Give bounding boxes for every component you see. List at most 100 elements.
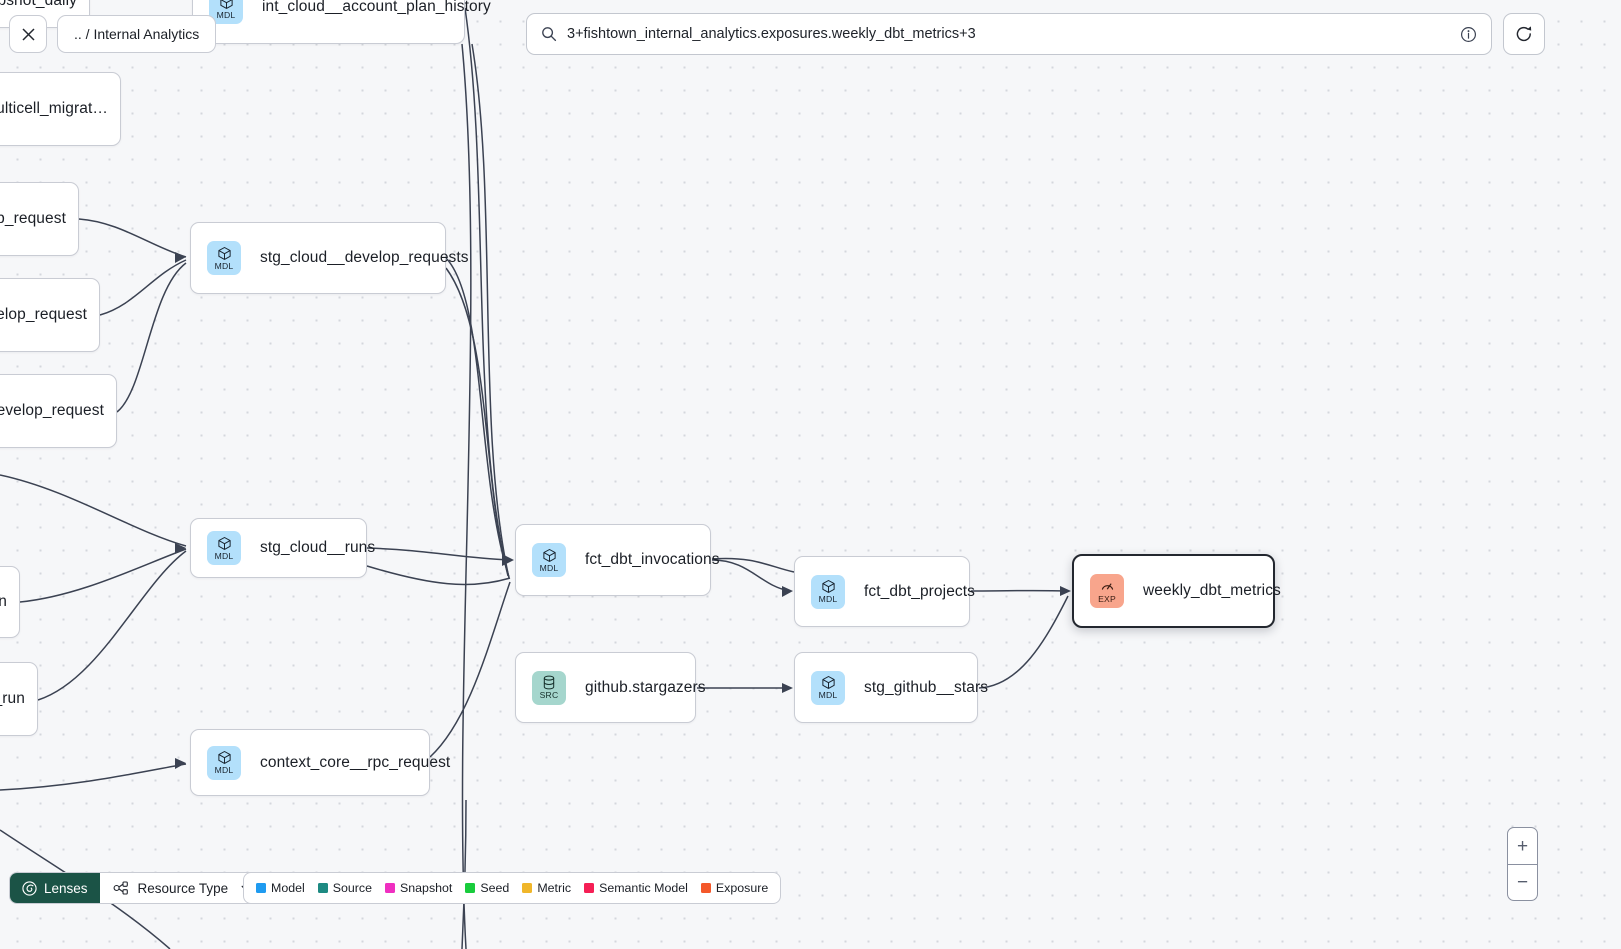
node-label: fct_dbt_projects	[864, 582, 976, 600]
graph-node-stg_github__stars[interactable]: MDL stg_github__stars	[794, 652, 988, 723]
node-label: github.stargazers	[585, 678, 706, 696]
graph-node-weekly_dbt_metrics[interactable]: EXP weekly_dbt_metrics	[1072, 554, 1281, 628]
graph-node-stg_cloud__runs[interactable]: MDL stg_cloud__runs	[190, 518, 375, 578]
node-label: context_core__rpc_request	[260, 753, 451, 771]
mdl-badge: MDL	[207, 241, 241, 275]
node-label: stg_cloud__develop_requests	[260, 249, 469, 266]
graph-node-int_cloud__account_plan_history[interactable]: MDL int_cloud__account_plan_history	[192, 0, 491, 44]
close-button[interactable]	[9, 15, 47, 53]
legend-item-semantic-model[interactable]: Semantic Model	[584, 881, 688, 895]
legend-label: Snapshot	[400, 881, 453, 895]
lenses-label: Lenses	[44, 880, 88, 896]
legend-label: Model	[271, 881, 305, 895]
badge-text: MDL	[539, 562, 559, 573]
legend-item-snapshot[interactable]: Snapshot	[385, 881, 452, 895]
legend-label: Seed	[480, 881, 510, 895]
node-label: op_request	[0, 210, 66, 227]
src-badge: SRC	[532, 670, 566, 705]
badge-text: MDL	[214, 260, 234, 271]
lens-toolbar: Lenses Resource Type	[9, 872, 267, 904]
legend-item-metric[interactable]: Metric	[522, 881, 571, 895]
graph-node-_run[interactable]: _run	[0, 662, 38, 736]
badge-text: MDL	[214, 765, 234, 775]
legend-swatch	[584, 883, 595, 893]
node-label: velop_request	[0, 306, 87, 323]
exp-badge: EXP	[1090, 574, 1124, 608]
zoom-out-button[interactable]: −	[1508, 864, 1537, 900]
info-icon[interactable]	[1460, 26, 1477, 43]
mdl-badge: MDL	[811, 670, 845, 705]
graph-node-op_request[interactable]: op_request	[0, 182, 79, 256]
badge-text: MDL	[818, 690, 838, 700]
cube-icon	[217, 536, 232, 551]
gauge-icon	[1100, 579, 1115, 594]
legend-swatch	[256, 883, 266, 893]
graph-node-_develop_request[interactable]: _develop_request	[0, 374, 117, 448]
graph-node-stg_cloud__develop_requests[interactable]: MDL stg_cloud__develop_requests	[190, 222, 469, 294]
node-label: weekly_dbt_metrics	[1143, 582, 1281, 599]
graph-node-context_core__rpc_request[interactable]: MDL context_core__rpc_request	[190, 729, 450, 796]
resource-type-label: Resource Type	[137, 880, 229, 896]
lens-spiral-icon	[22, 880, 37, 896]
node-label: _develop_request	[0, 402, 104, 419]
refresh-button[interactable]	[1503, 13, 1545, 55]
node-label: _run	[0, 690, 25, 707]
badge-text: MDL	[214, 550, 234, 561]
legend-label: Exposure	[715, 881, 769, 895]
graph-node-fct_dbt_invocations[interactable]: MDL fct_dbt_invocations	[515, 524, 720, 596]
refresh-icon	[1516, 26, 1532, 42]
badge-text: MDL	[216, 9, 236, 20]
node-label: int_cloud__account_plan_history	[262, 0, 491, 15]
graph-node-multicell_migrat-[interactable]: multicell_migrat…	[0, 72, 121, 146]
resource-type-legend: Model Source Snapshot Seed Metric Semantic Mo…	[243, 872, 782, 904]
node-label: stg_github__stars	[864, 678, 989, 696]
cube-icon	[821, 579, 836, 594]
legend-label: Metric	[537, 881, 572, 895]
breadcrumb[interactable]: .. / Internal Analytics	[57, 15, 217, 53]
cube-icon	[542, 548, 557, 563]
legend-item-source[interactable]: Source	[317, 881, 373, 895]
graph-node-fct_dbt_projects[interactable]: MDL fct_dbt_projects	[794, 556, 975, 627]
lineage-search-bar[interactable]: 3+fishtown_internal_analytics.exposures.…	[526, 13, 1492, 55]
legend-swatch	[385, 883, 396, 893]
cube-icon	[217, 246, 232, 261]
cube-icon	[219, 0, 234, 10]
zoom-in-button[interactable]: +	[1516, 835, 1529, 857]
search-input[interactable]: 3+fishtown_internal_analytics.exposures.…	[567, 26, 976, 42]
lenses-button[interactable]: Lenses	[10, 873, 100, 903]
legend-swatch	[522, 883, 533, 893]
mdl-badge: MDL	[532, 543, 566, 577]
zoom-controls: + −	[1507, 827, 1538, 901]
mdl-badge: MDL	[207, 745, 241, 780]
close-icon	[21, 27, 35, 41]
graph-node-velop_request[interactable]: velop_request	[0, 278, 100, 352]
node-label: n	[0, 593, 7, 610]
node-label: multicell_migrat…	[0, 100, 108, 117]
legend-label: Semantic Model	[599, 881, 688, 895]
legend-swatch	[465, 883, 476, 893]
database-icon	[542, 675, 556, 690]
legend-swatch	[700, 883, 711, 893]
resource-type-dropdown[interactable]: Resource Type	[99, 873, 266, 903]
badge-text: SRC	[539, 690, 559, 700]
breadcrumb-label: .. / Internal Analytics	[74, 26, 200, 42]
node-label: stg_cloud__runs	[260, 539, 376, 556]
mdl-badge: MDL	[207, 531, 241, 565]
node-label: fct_dbt_invocations	[585, 551, 720, 568]
legend-item-exposure[interactable]: Exposure	[700, 881, 769, 895]
node-label: snapshot_daily	[0, 0, 77, 9]
legend-swatch	[317, 883, 328, 893]
legend-item-model[interactable]: Model	[256, 881, 305, 895]
badge-text: MDL	[818, 594, 838, 604]
graph-node-n[interactable]: n	[0, 566, 20, 638]
cube-icon	[217, 750, 232, 765]
legend-item-seed[interactable]: Seed	[465, 881, 509, 895]
badge-text: EXP	[1098, 593, 1116, 604]
legend-label: Source	[332, 881, 373, 895]
mdl-badge: MDL	[811, 574, 845, 609]
graph-node-github-stargazers[interactable]: SRC github.stargazers	[515, 652, 706, 723]
cube-icon	[821, 675, 836, 690]
nodes-icon	[113, 881, 128, 895]
